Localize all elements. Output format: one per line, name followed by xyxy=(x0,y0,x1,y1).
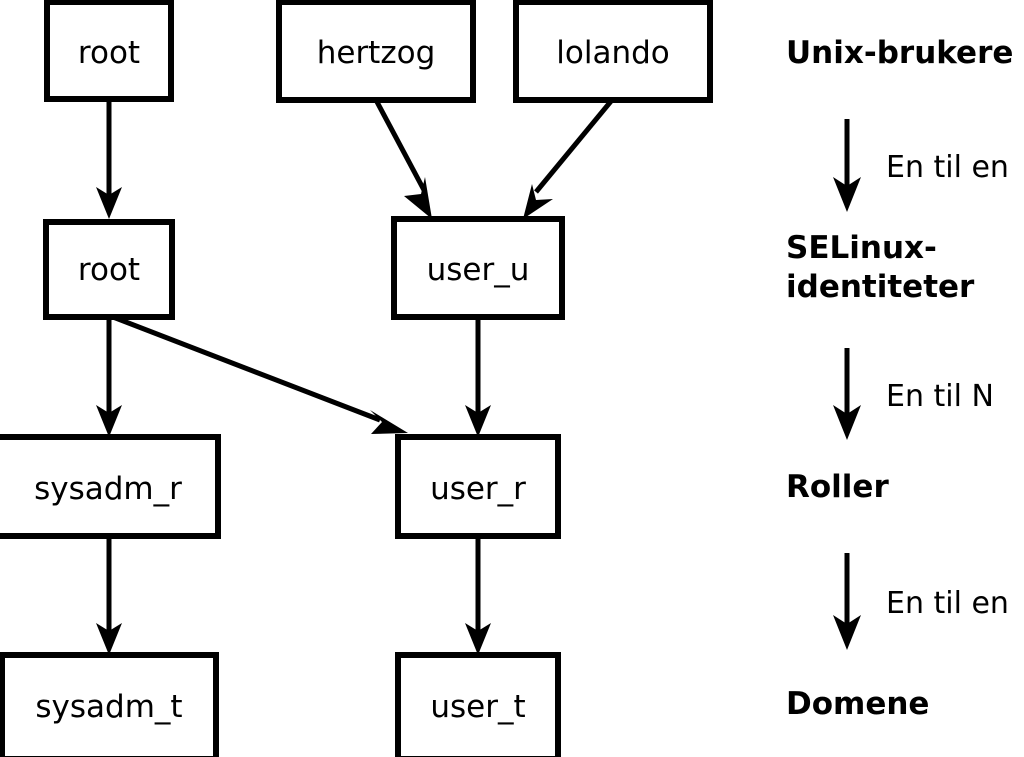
node-box xyxy=(395,652,561,757)
relation-label: En til en xyxy=(886,150,1009,185)
node-box xyxy=(43,219,175,320)
relation-one-to-one-a: En til en xyxy=(833,119,1009,212)
legend-column: Unix-brukere En til en SELinux- identite… xyxy=(786,35,1013,722)
node-label: user_r xyxy=(430,471,526,507)
edge-user-r-to-user-t xyxy=(465,536,491,655)
arrowhead-icon xyxy=(96,405,122,437)
node-box xyxy=(0,652,219,757)
node-box xyxy=(391,216,565,320)
arrowhead-icon xyxy=(833,615,861,650)
arrowhead-icon xyxy=(465,405,491,437)
node-role-sysadm-r[interactable]: sysadm_r xyxy=(0,434,221,539)
edge-root-to-user-r xyxy=(112,314,408,434)
node-label: hertzog xyxy=(317,35,436,71)
node-domain-user-t[interactable]: user_t xyxy=(395,652,561,757)
node-domain-sysadm-t[interactable]: sysadm_t xyxy=(0,652,219,757)
arrowhead-icon xyxy=(96,623,122,655)
arrowhead-icon xyxy=(404,177,432,219)
edge-line xyxy=(534,98,614,194)
level-selinux-identities: SELinux- identiteter xyxy=(786,230,975,305)
edge-user-u-to-user-r xyxy=(465,317,491,437)
edges-group xyxy=(96,98,614,655)
node-label: root xyxy=(78,35,140,71)
arrowhead-icon xyxy=(523,184,553,219)
edge-line xyxy=(112,314,381,423)
node-label: sysadm_r xyxy=(34,471,182,507)
node-selinux-root[interactable]: root xyxy=(43,219,175,320)
node-unix-lolando[interactable]: lolando xyxy=(513,0,713,103)
node-box xyxy=(0,434,221,539)
node-selinux-user-u[interactable]: user_u xyxy=(391,216,565,320)
node-label: user_t xyxy=(430,689,525,725)
relation-one-to-n: En til N xyxy=(833,348,994,440)
level-label-line2: identiteter xyxy=(786,269,975,305)
node-box xyxy=(276,0,476,103)
node-unix-hertzog[interactable]: hertzog xyxy=(276,0,476,103)
node-unix-root[interactable]: root xyxy=(44,0,174,102)
node-box xyxy=(44,0,174,102)
edge-root-to-sysadm-r xyxy=(96,317,122,437)
edge-hertzog-to-user-u xyxy=(373,98,432,219)
node-label: user_u xyxy=(427,252,530,288)
level-roles: Roller xyxy=(786,469,889,505)
node-label: root xyxy=(78,252,140,288)
edge-lolando-to-user-u xyxy=(523,98,614,219)
node-box xyxy=(395,434,561,539)
level-domains: Domene xyxy=(786,686,929,722)
level-label: Roller xyxy=(786,469,889,505)
edge-sysadm-r-to-sysadm-t xyxy=(96,536,122,655)
arrowhead-icon xyxy=(833,177,861,212)
node-box xyxy=(513,0,713,103)
arrowhead-icon xyxy=(96,187,122,219)
relation-label: En til en xyxy=(886,586,1009,621)
relation-label: En til N xyxy=(886,379,994,414)
arrowhead-icon xyxy=(465,623,491,655)
node-label: lolando xyxy=(556,35,669,71)
arrowhead-icon xyxy=(370,410,408,434)
node-role-user-r[interactable]: user_r xyxy=(395,434,561,539)
level-unix-users: Unix-brukere xyxy=(786,35,1013,71)
relation-one-to-one-b: En til en xyxy=(833,553,1009,650)
node-label: sysadm_t xyxy=(35,689,182,725)
level-label: Unix-brukere xyxy=(786,35,1013,71)
level-label-line1: SELinux- xyxy=(786,230,937,266)
nodes-group: root hertzog lolando root user_u sysadm_ xyxy=(0,0,713,757)
edge-root-to-root xyxy=(96,99,122,219)
arrowhead-icon xyxy=(833,405,861,440)
level-label: Domene xyxy=(786,686,929,722)
edge-line xyxy=(373,98,428,194)
